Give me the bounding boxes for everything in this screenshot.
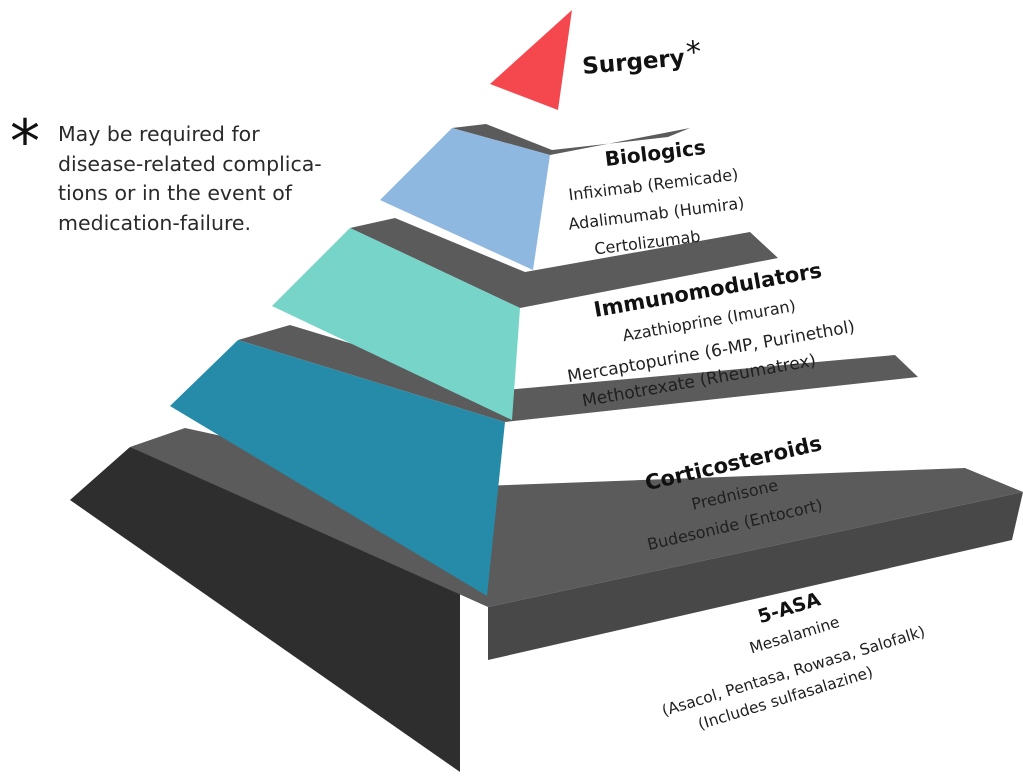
five-asa-step-front <box>488 492 1023 660</box>
biologics-face <box>380 128 550 270</box>
footnote-line-1: May be required for <box>58 122 260 146</box>
corticosteroids-step-top <box>238 325 918 422</box>
immunomodulators-step-top <box>350 218 778 308</box>
footnote-text: May be required for disease-related comp… <box>58 120 368 238</box>
footnote-asterisk-icon: * <box>10 107 40 177</box>
surgery-title: Surgery <box>581 45 686 80</box>
immunomodulators-face <box>272 228 520 420</box>
surgery-triangle <box>490 10 572 110</box>
footnote-line-2: disease-related complica- <box>58 151 322 176</box>
footnote-line-3: tions or in the event of <box>58 181 292 205</box>
surgery-label: Surgery* <box>580 35 702 80</box>
surgery-asterisk: * <box>685 35 703 71</box>
biologics-step-top <box>452 124 690 155</box>
corticosteroids-face <box>170 340 505 596</box>
biologics-title: Biologics <box>603 135 707 171</box>
five-asa-base-left-face <box>70 447 460 772</box>
footnote-line-4: medication-failure. <box>58 210 252 235</box>
